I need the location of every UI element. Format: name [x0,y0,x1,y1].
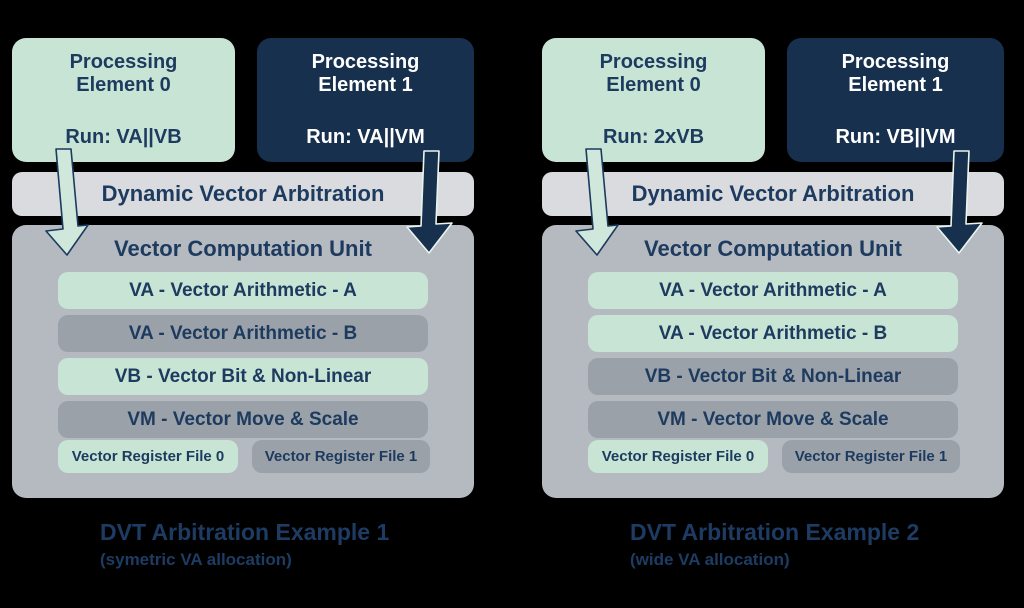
pe0-title-line1: Processing [69,51,178,73]
vcu-row-vb: VB - Vector Bit & Non-Linear [588,358,958,395]
pe0-title-line1: Processing [599,51,708,73]
caption-title: DVT Arbitration Example 1 [100,519,390,545]
dva-label: Dynamic Vector Arbitration [631,181,915,206]
pe1-title-line2: Element 1 [318,74,413,96]
vcu-row-va-a: VA - Vector Arithmetic - A [58,272,428,309]
vcu-row-va-b: VA - Vector Arithmetic - B [588,315,958,352]
vector-register-file-0: Vector Register File 0 [588,440,768,473]
diagram-example-2: Processing Element 0 Run: 2xVB Processin… [542,0,1004,608]
processing-element-0-box: Processing Element 0 Run: 2xVB [542,38,765,162]
processing-element-0-box: Processing Element 0 Run: VA||VB [12,38,235,162]
vrf-label: Vector Register File 1 [794,448,948,465]
pe1-title-line1: Processing [311,51,420,73]
vcu-row-va-a: VA - Vector Arithmetic - A [588,272,958,309]
caption-subtitle: (wide VA allocation) [630,550,790,569]
vcu-title: Vector Computation Unit [644,236,902,261]
pe0-title: Processing Element 0 [600,51,708,97]
vcu-row-label: VB - Vector Bit & Non-Linear [644,365,902,387]
pe1-run-label: Run: VB||VM [835,126,956,148]
vcu-row-label: VM - Vector Move & Scale [657,408,889,430]
pe1-title-line1: Processing [841,51,950,73]
pe0-title: Processing Element 0 [70,51,178,97]
vcu-row-label: VA - Vector Arithmetic - A [129,279,357,301]
pe0-run-label: Run: VA||VB [65,126,182,148]
pe0-title-line2: Element 0 [606,74,701,96]
processing-element-1-box: Processing Element 1 Run: VB||VM [787,38,1004,162]
dva-label: Dynamic Vector Arbitration [101,181,385,206]
diagram-example-1: Processing Element 0 Run: VA||VB Process… [12,0,474,608]
pe0-run-label: Run: 2xVB [602,126,705,148]
caption-title: DVT Arbitration Example 2 [630,519,920,545]
vcu-row-vm: VM - Vector Move & Scale [588,401,958,438]
pe1-title-line2: Element 1 [848,74,943,96]
pe0-title-line2: Element 0 [76,74,171,96]
pe1-run-label: Run: VA||VM [306,126,425,148]
vector-register-file-1: Vector Register File 1 [782,440,960,473]
processing-element-1-box: Processing Element 1 Run: VA||VM [257,38,474,162]
vector-register-file-1: Vector Register File 1 [252,440,430,473]
caption-example-1: DVT Arbitration Example 1 (symetric VA a… [100,518,389,570]
vcu-title: Vector Computation Unit [114,236,372,261]
vcu-row-label: VB - Vector Bit & Non-Linear [114,365,372,387]
vrf-label: Vector Register File 0 [71,448,225,465]
caption-example-2: DVT Arbitration Example 2 (wide VA alloc… [630,518,919,570]
vcu-row-label: VM - Vector Move & Scale [127,408,359,430]
dynamic-vector-arbitration-bar: Dynamic Vector Arbitration [542,172,1004,216]
dynamic-vector-arbitration-bar: Dynamic Vector Arbitration [12,172,474,216]
caption-subtitle: (symetric VA allocation) [100,550,292,569]
pe1-title: Processing Element 1 [842,51,950,97]
pe1-title: Processing Element 1 [312,51,420,97]
vcu-row-vm: VM - Vector Move & Scale [58,401,428,438]
vector-computation-unit-box: Vector Computation Unit VA - Vector Arit… [12,225,474,498]
vcu-row-va-b: VA - Vector Arithmetic - B [58,315,428,352]
vrf-label: Vector Register File 1 [264,448,418,465]
vector-computation-unit-box: Vector Computation Unit VA - Vector Arit… [542,225,1004,498]
vector-register-file-0: Vector Register File 0 [58,440,238,473]
vcu-row-label: VA - Vector Arithmetic - A [659,279,887,301]
vcu-row-label: VA - Vector Arithmetic - B [128,322,358,344]
vcu-row-vb: VB - Vector Bit & Non-Linear [58,358,428,395]
vrf-label: Vector Register File 0 [601,448,755,465]
vcu-row-label: VA - Vector Arithmetic - B [658,322,888,344]
